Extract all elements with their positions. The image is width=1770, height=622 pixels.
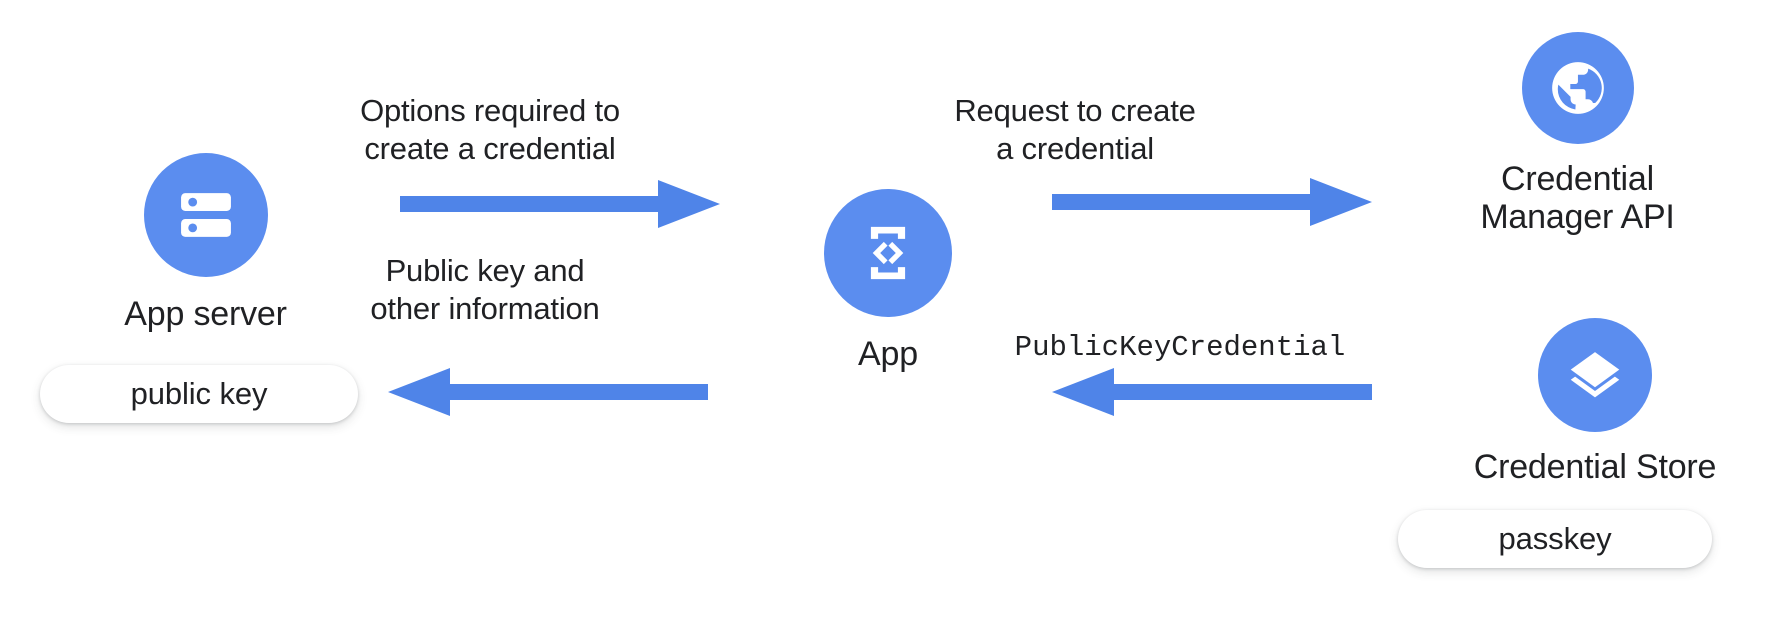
public-key-pill: public key [40, 365, 358, 423]
globe-icon [1521, 32, 1634, 144]
public-key-pill-label: public key [130, 376, 268, 411]
app-code-device-icon [824, 189, 952, 317]
server-icon [143, 153, 268, 277]
node-credential-store: Credential Store [1470, 318, 1720, 486]
node-label-credential-store: Credential Store [1473, 448, 1717, 486]
arrow-server-to-app [400, 172, 720, 236]
node-label-app: App [858, 335, 918, 373]
layers-icon [1538, 318, 1652, 432]
arrow-app-to-server [388, 360, 708, 424]
node-app: App [823, 189, 953, 373]
edge-label-app-to-server: Public key and other information [370, 253, 600, 326]
node-credential-manager-api: Credential Manager API [1455, 32, 1700, 236]
passkey-pill-label: passkey [1498, 521, 1612, 556]
arrow-app-to-cmapi [1052, 170, 1372, 234]
passkey-pill: passkey [1398, 510, 1712, 568]
node-app-server: App server [103, 153, 308, 333]
edge-label-app-to-cmapi: Request to create a credential [954, 93, 1196, 166]
edge-label-server-to-app: Options required to create a credential [360, 93, 620, 166]
edge-label-store-to-app: PublicKeyCredential [1014, 331, 1346, 364]
node-label-app-server: App server [124, 295, 287, 333]
node-label-credential-manager-api: Credential Manager API [1480, 160, 1675, 237]
arrow-store-to-app [1052, 360, 1372, 424]
